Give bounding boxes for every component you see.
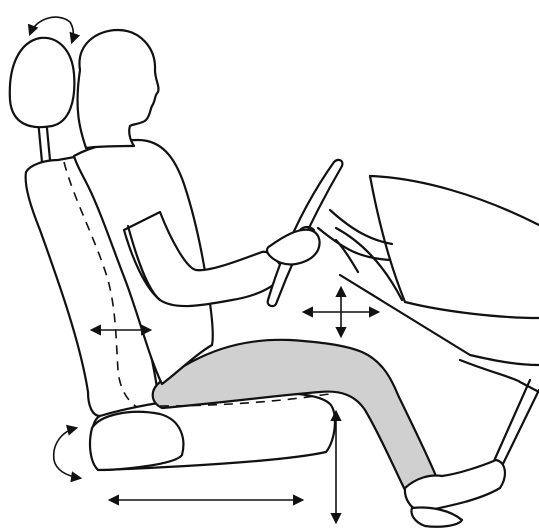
- driver-head: [78, 30, 159, 148]
- steering-wheel-position-arrow-icon: [304, 288, 378, 336]
- steering-column: [318, 210, 392, 260]
- driver-hand: [267, 227, 320, 265]
- cushion-tilt-arrow-icon: [54, 428, 80, 478]
- dashboard: [336, 176, 539, 365]
- floor-pedal: [460, 360, 539, 470]
- head-restraint: [10, 38, 75, 162]
